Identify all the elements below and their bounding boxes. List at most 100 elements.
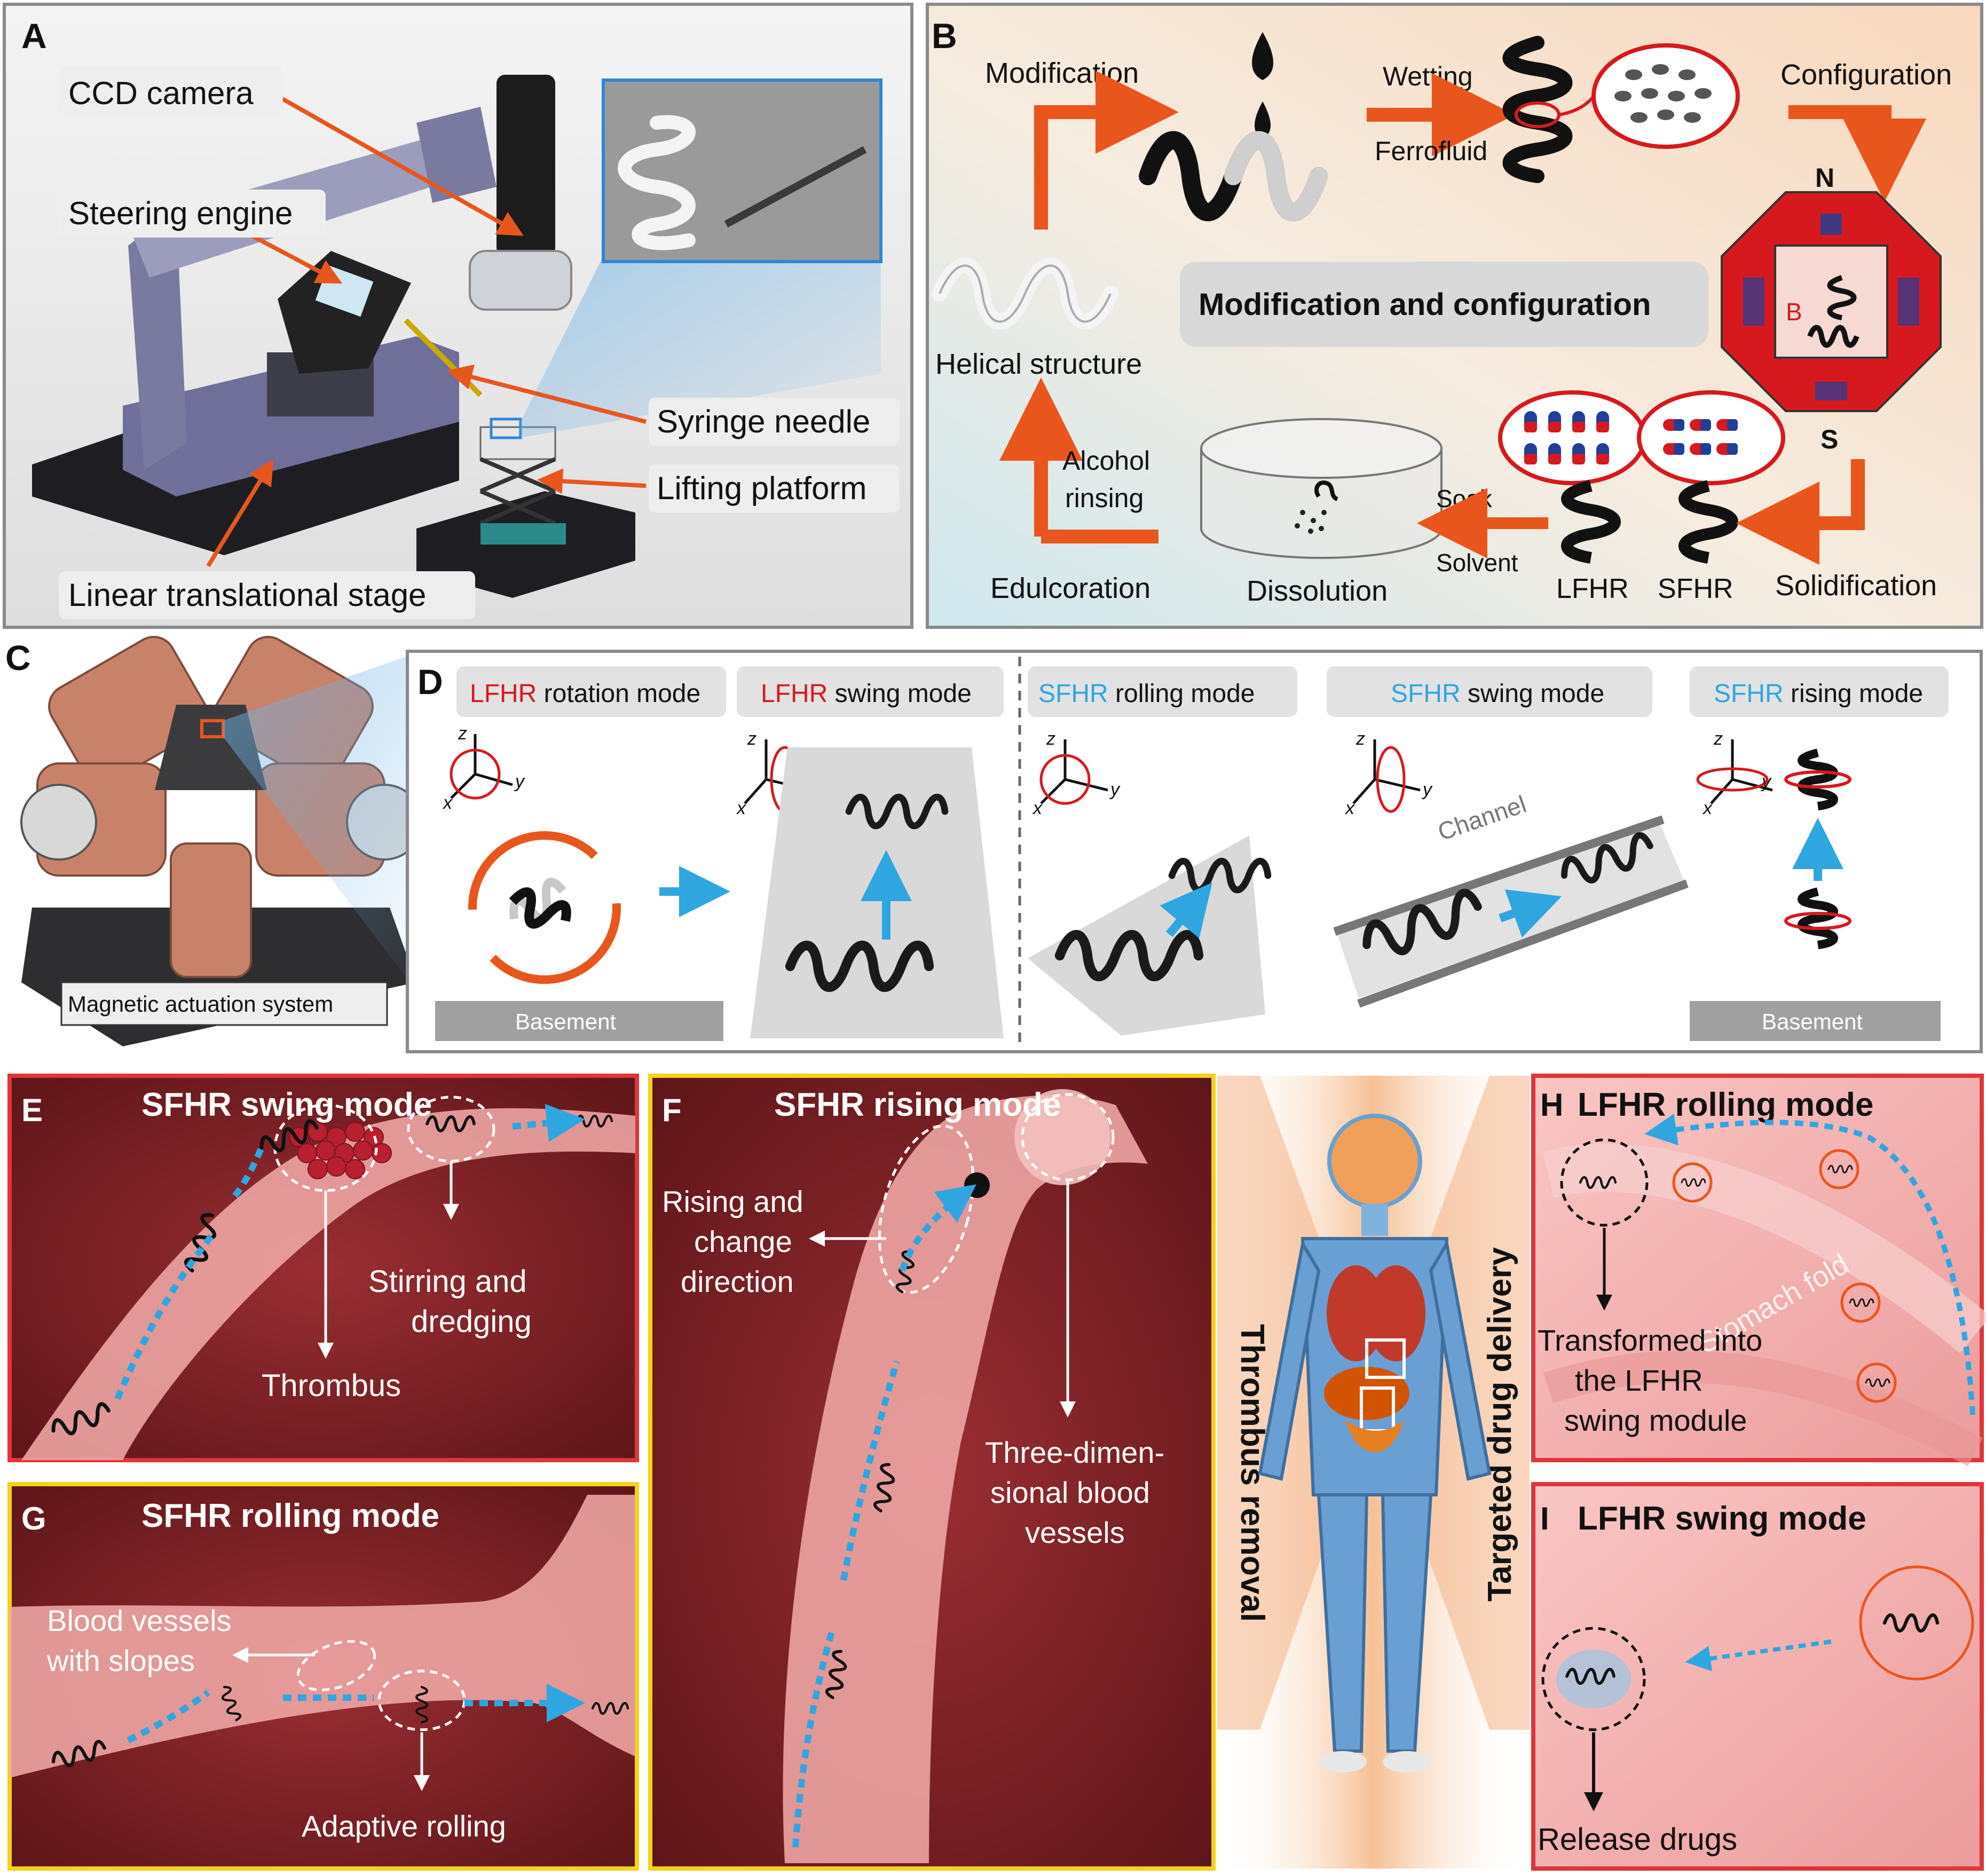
axis-glyph-3 [1039,739,1108,805]
g-trajectory [127,1692,566,1744]
slope-circle [296,1639,376,1692]
leader-ccd [277,94,524,236]
zoom-wedge-left [1217,1076,1377,1730]
label-steering: Steering engine [68,195,293,231]
axis-z-4: z [1355,729,1365,749]
inset-needle [724,146,867,228]
panel-h: H LFHR rolling mode Stomach fold Transfo… [1531,1074,1986,1467]
label-thrombus: Thrombus [262,1368,401,1403]
view-beam [223,657,406,977]
panel-d-letter: D [417,662,443,701]
ferrofluid-drop-2 [1255,101,1271,139]
field-label: B [1786,298,1802,326]
coated-helix-vertical [1502,36,1573,183]
label-lifting: Lifting platform [657,470,867,506]
half-coated-helix-grey [1224,131,1328,222]
axis-glyph-4 [1352,739,1421,813]
lifting-platform [479,426,566,545]
stirring-circle [407,1095,495,1163]
arm-plate [416,107,496,203]
axis-z-1: z [458,723,467,744]
white-helix-shadow [939,264,1112,323]
panel-h-letter: H [1540,1087,1563,1123]
panel-f: F SFHR rising mode Rising and change dir… [648,1074,1216,1871]
label-transformed-1: Transformed into [1538,1323,1762,1357]
label-ccd: CCD camera [68,75,254,111]
label-syringe: Syringe needle [657,404,870,439]
arrow-rolling [1160,882,1212,939]
panel-g-title: SFHR rolling mode [141,1497,439,1534]
basement-label-1: Basement [515,1009,616,1034]
mode-tag-5: SFHR rising mode [1714,680,1923,708]
label-solvent: Solvent [1436,549,1518,577]
label-rising-2: change [694,1225,792,1258]
label-helical: Helical structure [935,348,1142,380]
arrow-solidification [1736,459,1865,565]
octagon-helix-vertical [1827,275,1857,320]
label-edulcoration: Edulcoration [990,572,1150,604]
axis-x-5: x [1702,798,1713,818]
i-target-circle [1541,1627,1646,1731]
axis-x-2: x [736,798,746,818]
label-dissolution: Dissolution [1247,575,1388,607]
lfhr-dipoles [1524,411,1609,464]
channel-wall-bottom [1357,879,1689,1008]
label-linear: Linear translational stage [68,577,426,613]
panel-c-letter: C [5,638,31,677]
panel-c: C Magnetic actuation system [5,636,423,1046]
panel-f-letter: F [662,1092,682,1128]
basement-label-2: Basement [1762,1009,1863,1034]
label-rising-3: direction [681,1265,794,1298]
label-rising-1: Rising and [662,1185,803,1218]
label-targeted-delivery: Targeted drug delivery [1481,1247,1518,1602]
channel-wall-top [1333,815,1665,936]
arrow-channel [1499,889,1562,938]
label-three-3: vessels [1025,1516,1125,1549]
axis-z-5: z [1713,729,1723,749]
ferro-particles [1614,64,1712,123]
axis-y-3: y [1109,779,1121,800]
label-solidification: Solidification [1775,570,1937,602]
axis-y-4: y [1422,779,1433,800]
mode-tag-4: SFHR swing mode [1391,680,1604,708]
rising-ring-top [1784,770,1851,789]
h-target-circle [1560,1138,1649,1227]
axis-z-2: z [747,729,756,749]
axis-x-4: x [1344,798,1355,818]
label-dredging: dredging [411,1304,532,1339]
swing-plane [750,747,1004,1038]
drug-blob [1556,1650,1631,1708]
label-slopes-1: Blood vessels [47,1604,232,1637]
label-rinsing: rinsing [1065,483,1144,513]
label-three-2: sional blood [990,1476,1150,1509]
f-trajectory [792,1196,961,1848]
human-body [1258,1114,1492,1772]
leader-linear [206,459,274,567]
i-orbit [1859,1565,1974,1681]
axis-glyph-5 [1696,739,1773,805]
rotation-helix-black [509,887,571,929]
sfhr-zoom [1637,390,1785,485]
panel-e-title: SFHR swing mode [141,1086,432,1123]
mode-tag-1: LFHR rotation mode [470,680,700,708]
magnet-octagon: N S B [1721,163,1942,454]
e-trajectory [114,1121,566,1400]
label-bg-lifting [649,464,900,513]
center-title-bg [1180,262,1708,347]
label-bg-linear [59,571,475,619]
vessel-branch-3d [1014,1089,1110,1185]
panel-e-letter: E [21,1092,43,1128]
lfhr-helix [1561,480,1621,564]
panel-b-letter: B [932,16,957,56]
i-trajectory [1685,1639,1832,1672]
label-bg-steering [59,190,326,238]
panel-i-title: LFHR swing mode [1578,1500,1866,1537]
rising-helix-bottom [1798,887,1838,949]
dissolution-dish [1200,418,1443,559]
inset-beam [521,256,881,438]
basement-1 [435,1001,723,1041]
panel-i-letter: I [1540,1501,1549,1536]
leader-syringe [446,364,647,424]
panel-d: D LFHR rotation mode LFHR swing mode SFH… [406,650,1983,1053]
